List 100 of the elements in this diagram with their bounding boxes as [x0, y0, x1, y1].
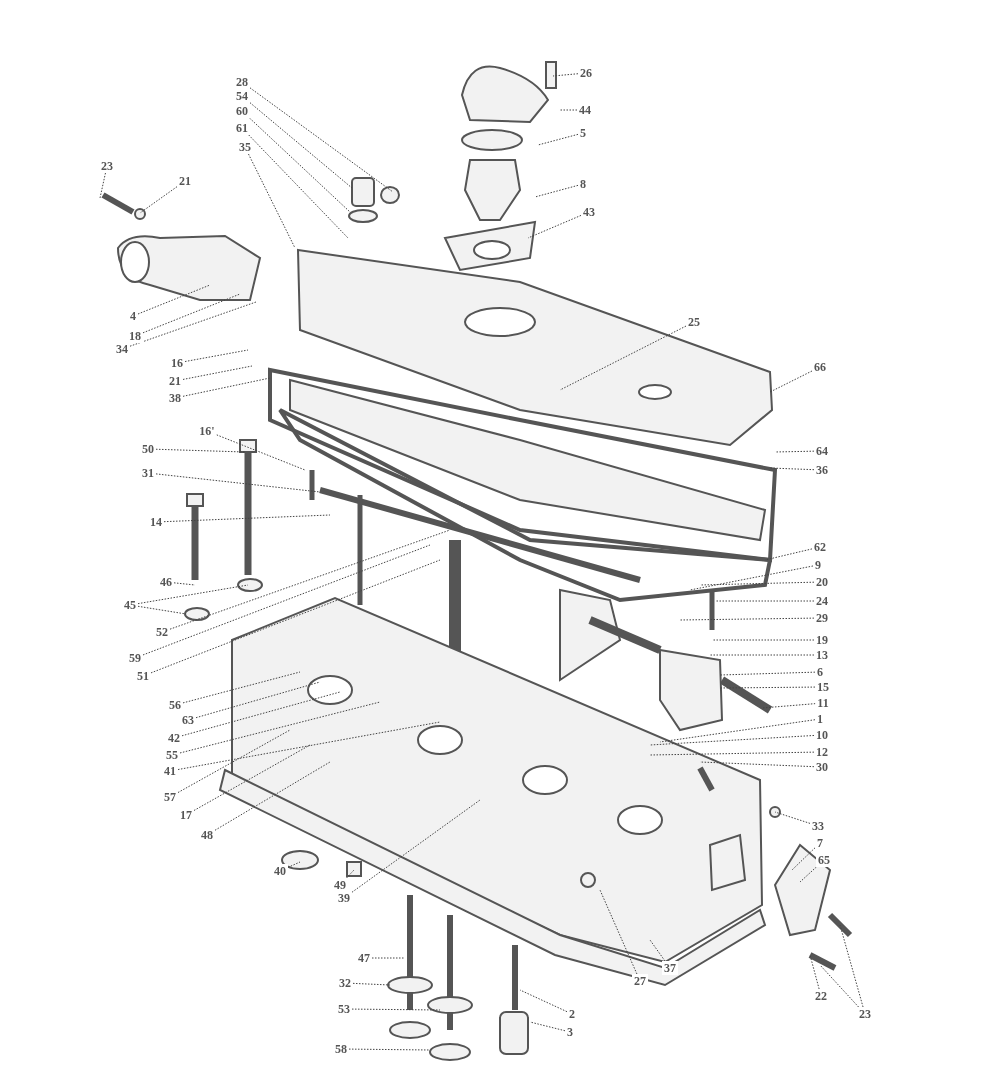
leader-line	[139, 186, 178, 214]
leader-line	[699, 581, 815, 586]
leader-line	[169, 529, 451, 630]
callout-number: 43	[581, 205, 597, 219]
leader-line	[351, 799, 481, 893]
leader-line	[649, 734, 815, 746]
leader-line	[247, 153, 296, 249]
leader-line	[559, 109, 578, 111]
leader-line	[179, 701, 381, 754]
callout-number: 63	[180, 713, 196, 727]
leader-line	[137, 605, 187, 615]
leader-line	[248, 134, 349, 239]
callout-number: 64	[814, 444, 830, 458]
callout-number: 54	[234, 89, 250, 103]
callout-number: 48	[199, 828, 215, 842]
leader-line	[193, 744, 311, 811]
callout-number: 51	[135, 669, 151, 683]
callout-number: 66	[812, 360, 828, 374]
leader-line	[769, 370, 813, 393]
callout-number: 5	[578, 126, 588, 140]
callout-number: 18	[127, 329, 143, 343]
callout-number: 16	[169, 356, 185, 370]
leader-line	[719, 686, 816, 689]
callout-number: 45	[122, 598, 138, 612]
leader-line	[150, 559, 441, 674]
leader-line	[679, 617, 815, 621]
leader-line	[137, 284, 211, 315]
leader-line	[352, 982, 391, 986]
callout-number: 46	[158, 575, 174, 589]
leader-line	[714, 600, 815, 602]
callout-number: 47	[356, 951, 372, 965]
callout-number: 59	[127, 651, 143, 665]
callout-number: 31	[140, 466, 156, 480]
callout-number: 14	[148, 515, 164, 529]
callout-number: 23	[857, 1007, 873, 1021]
callout-number: 44	[577, 103, 593, 117]
leader-line	[155, 473, 321, 493]
leader-line	[163, 514, 331, 523]
callout-number: 25	[686, 315, 702, 329]
leader-line	[348, 1048, 431, 1051]
leader-line	[534, 184, 579, 198]
callout-number: 27	[632, 974, 648, 988]
callout-number: 58	[333, 1042, 349, 1056]
callout-number: 65	[816, 853, 832, 867]
leader-line	[659, 719, 816, 743]
callout-number: 53	[336, 1002, 352, 1016]
leader-line	[249, 117, 351, 213]
callout-number: 49	[332, 878, 348, 892]
leader-line	[216, 434, 306, 471]
callout-number: 15	[815, 680, 831, 694]
callout-number: 10	[814, 728, 830, 742]
callout-number: 32	[337, 976, 353, 990]
callout-number: 9	[813, 558, 823, 572]
callout-number: 1	[815, 712, 825, 726]
leader-line	[764, 548, 813, 561]
leader-line	[155, 448, 246, 453]
leader-line	[529, 1021, 566, 1032]
callout-number: 57	[162, 790, 178, 804]
callout-number: 3	[565, 1025, 575, 1039]
leader-line	[774, 811, 811, 824]
leader-line	[699, 761, 815, 768]
callout-number: 56	[167, 698, 183, 712]
callout-number: 62	[812, 540, 828, 554]
leader-line	[649, 751, 815, 756]
callout-number: 26	[578, 66, 594, 80]
leader-line	[519, 989, 568, 1013]
leader-line	[142, 293, 241, 334]
leader-line	[709, 654, 815, 656]
callout-number: 2	[567, 1007, 577, 1021]
callout-number: 55	[164, 748, 180, 762]
callout-number: 23	[99, 159, 115, 173]
leader-line	[287, 861, 301, 868]
callout-number: 21	[167, 374, 183, 388]
leader-line	[791, 847, 816, 871]
leader-line	[214, 761, 331, 831]
callout-number: 6	[815, 665, 825, 679]
leader-line	[774, 450, 815, 453]
leader-line	[711, 639, 815, 641]
leader-line	[371, 957, 406, 959]
callout-number: 52	[154, 625, 170, 639]
leader-line	[537, 133, 579, 146]
leader-line	[99, 172, 106, 199]
callout-number: 35	[237, 140, 253, 154]
callout-number: 13	[814, 648, 830, 662]
callout-number: 19	[814, 633, 830, 647]
callout-number: 33	[810, 819, 826, 833]
callout-number: 21	[177, 174, 193, 188]
callout-number: 8	[578, 177, 588, 191]
callout-number: 30	[814, 760, 830, 774]
leader-line	[137, 584, 249, 605]
leader-line	[351, 1008, 441, 1011]
leader-line	[195, 681, 321, 719]
leader-line	[689, 565, 814, 591]
callout-number: 34	[114, 342, 130, 356]
leader-line	[142, 544, 431, 656]
callout-number: 37	[662, 961, 678, 975]
callout-number: 22	[813, 989, 829, 1003]
callout-number: 29	[814, 611, 830, 625]
callout-number: 24	[814, 594, 830, 608]
leader-line	[177, 721, 441, 771]
